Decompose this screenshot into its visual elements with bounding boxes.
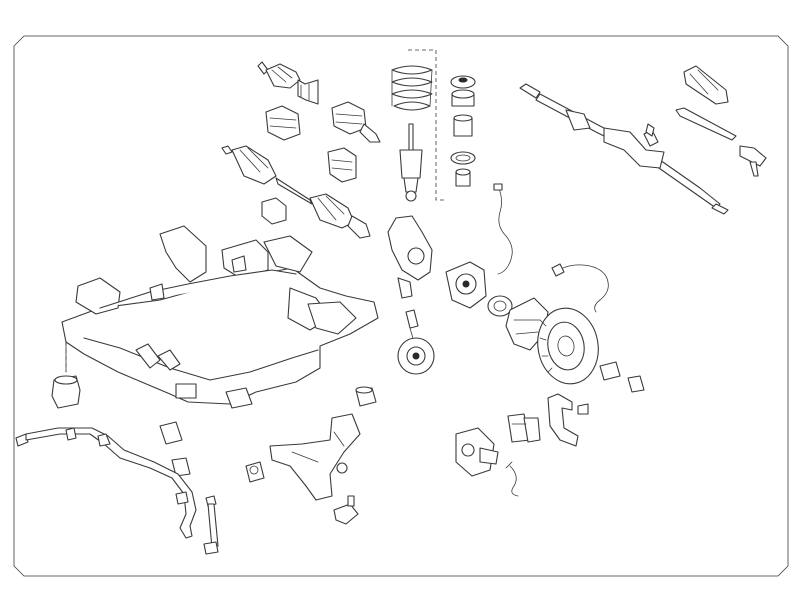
- drive-shaft-boots: [261, 101, 381, 225]
- wheel-bearing: [487, 295, 513, 317]
- abs-sensor-lower: [405, 309, 419, 343]
- stabilizer-link: [203, 495, 219, 555]
- coil-spring-and-strut: [391, 49, 444, 202]
- brake-caliper-lower: [455, 427, 499, 477]
- steering-rack: [519, 83, 729, 215]
- small-bushings-right: [599, 361, 645, 393]
- strut-top-mount-stack: [450, 75, 476, 187]
- control-arm-bushing-top: [355, 386, 377, 407]
- diagram-frame: [13, 35, 789, 577]
- subframe-mount: [51, 375, 81, 409]
- brake-pads: [507, 413, 541, 443]
- wheel-hub: [445, 261, 487, 309]
- ball-joint: [333, 495, 359, 525]
- brake-spring-clip: [505, 461, 519, 497]
- subframe-crossmember: [61, 225, 379, 409]
- caliper-carrier: [547, 393, 589, 447]
- lower-control-arm: [269, 413, 361, 501]
- steering-knuckle: [387, 215, 433, 299]
- abs-sensor-cable-upper: [493, 183, 513, 275]
- tie-rod-components: [675, 65, 767, 177]
- stabilizer-bar: [15, 427, 197, 539]
- hub-assembly: [397, 337, 435, 375]
- lower-drive-shaft: [221, 145, 371, 239]
- arm-bushings: [159, 421, 265, 483]
- brake-disc: [537, 307, 599, 385]
- upper-drive-shaft: [257, 61, 319, 105]
- brake-wear-sensor-cable: [551, 263, 609, 313]
